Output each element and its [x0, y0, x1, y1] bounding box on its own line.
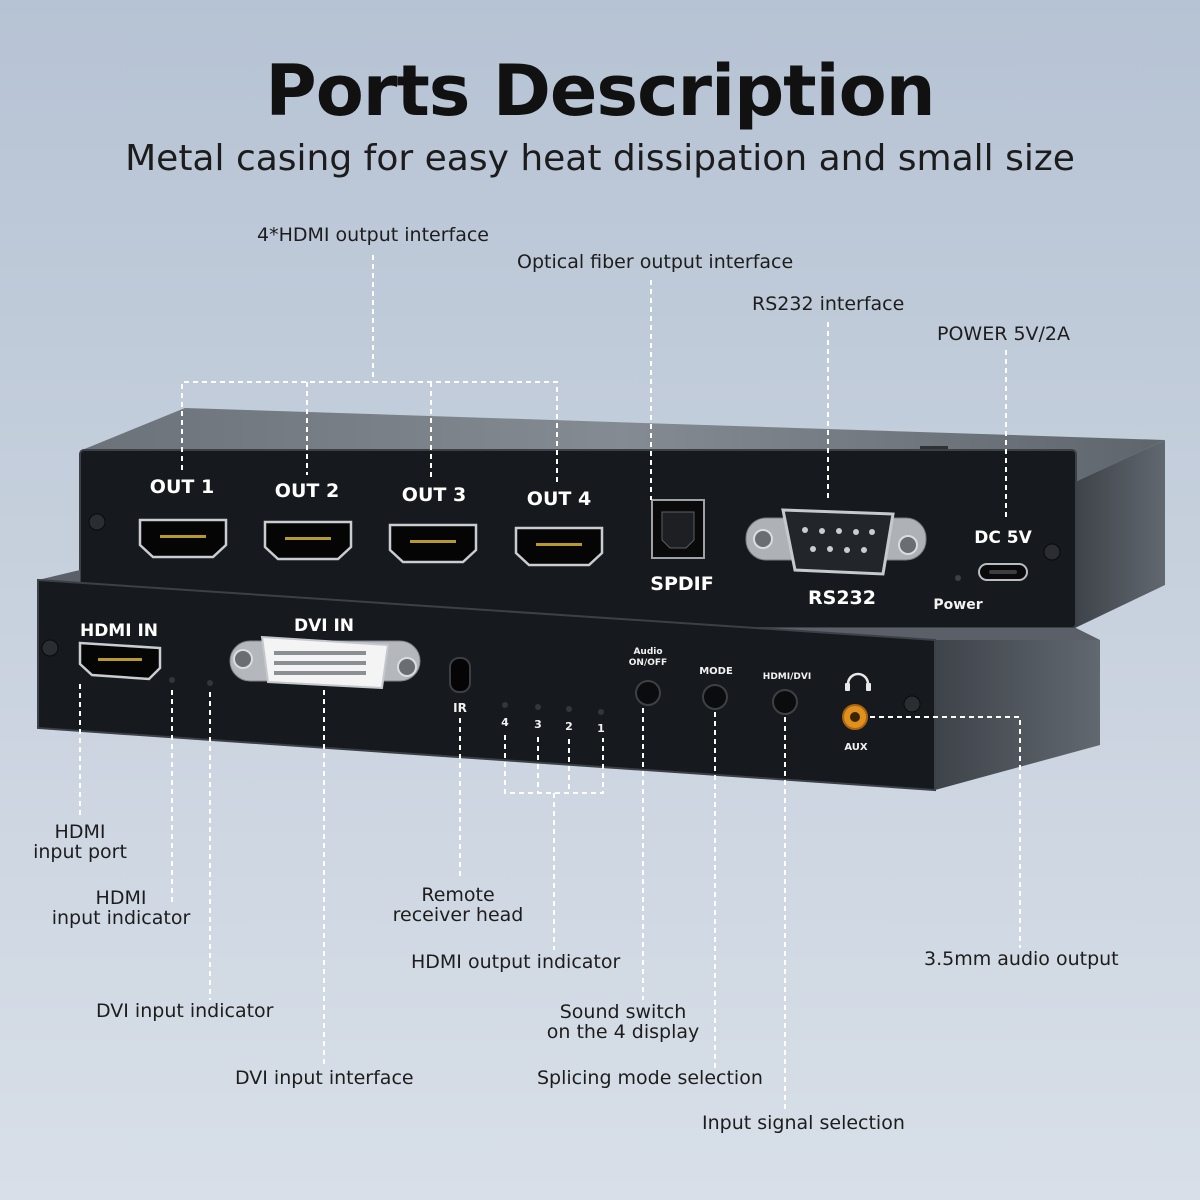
dvi-in-label: DVI IN [294, 616, 354, 636]
hdmi-out-port-3[interactable] [388, 523, 478, 564]
hdmi-out-port-2[interactable] [263, 520, 353, 561]
callout-hdmi-port: HDMI input port [20, 821, 140, 863]
audio-onoff-label-2: ON/OFF [629, 658, 667, 668]
callout-remote: Remote receiver head [380, 884, 536, 926]
usb-c-power-port[interactable] [978, 563, 1028, 581]
leader-lines [79, 255, 1021, 1112]
callout-sound-line2: on the 4 display [546, 1020, 700, 1043]
power-label: Power [933, 597, 982, 613]
indicator-2-label: 2 [565, 720, 573, 733]
hdmi-output-indicator-1 [598, 709, 604, 715]
leader-aux [870, 716, 1021, 948]
ir-receiver [449, 657, 471, 693]
hdmi-out-port-4[interactable] [514, 526, 604, 567]
aux-jack[interactable] [842, 704, 868, 730]
hdmi-output-indicator-3 [535, 704, 541, 710]
hdmi-out-port-1[interactable] [138, 518, 228, 559]
rs232-label: RS232 [808, 587, 876, 609]
bottom-front-panel [37, 578, 936, 792]
out3-label: OUT 3 [402, 484, 466, 506]
callout-dvi-interface: DVI input interface [235, 1067, 414, 1089]
callout-sound-switch: Sound switch on the 4 display [540, 1001, 706, 1043]
rs232-port[interactable] [745, 508, 927, 576]
dc5v-label: DC 5V [974, 528, 1032, 548]
dvi-in-port[interactable] [229, 635, 421, 690]
hdmi-input-indicator-led [169, 677, 175, 683]
callout-optical: Optical fiber output interface [517, 251, 794, 273]
callout-input-select: Input signal selection [702, 1112, 905, 1134]
callout-hdmi-indicator-line2: input indicator [51, 906, 191, 929]
top-unit-side [1075, 440, 1165, 628]
dvi-input-indicator-led [207, 680, 213, 686]
leader-hdmi-output-bus [181, 381, 558, 482]
screw-icon [903, 695, 921, 713]
hdmi-dvi-button[interactable] [772, 689, 798, 715]
hdmi-output-indicator-4 [502, 702, 508, 708]
indicator-3-label: 3 [534, 718, 542, 731]
bottom-unit-side [935, 640, 1100, 790]
audio-onoff-button[interactable] [635, 680, 661, 706]
callout-dvi-indicator: DVI input indicator [96, 1000, 274, 1022]
callout-hdmi-port-line1: HDMI [54, 821, 106, 843]
hdmi-output-indicator-2 [566, 706, 572, 712]
page-title: Ports Description [265, 50, 935, 132]
indicator-1-label: 1 [597, 722, 605, 735]
callout-sound-line1: Sound switch [559, 1001, 687, 1023]
callout-power: POWER 5V/2A [937, 323, 1071, 345]
callout-hdmi-port-line2: input port [33, 840, 127, 863]
hdmi-in-port[interactable] [78, 641, 162, 681]
bottom-unit: HDMI IN DVI IN IR 4 3 2 [37, 570, 1100, 792]
aux-label: AUX [844, 742, 868, 753]
mode-button[interactable] [702, 684, 728, 710]
screw-icon [1043, 543, 1061, 561]
spdif-label: SPDIF [650, 573, 713, 595]
callout-audio-output: 3.5mm audio output [924, 948, 1119, 970]
callout-splicing: Splicing mode selection [537, 1067, 763, 1089]
out2-label: OUT 2 [275, 480, 339, 502]
callout-remote-line2: receiver head [392, 903, 524, 926]
screw-icon [88, 513, 106, 531]
callout-rs232: RS232 interface [752, 293, 905, 315]
out1-label: OUT 1 [150, 476, 214, 498]
mode-label: MODE [699, 666, 733, 677]
leader-output-indicator-bus [504, 735, 604, 794]
headphones-icon [845, 672, 871, 691]
audio-onoff-label-1: Audio [633, 647, 662, 657]
spdif-port[interactable] [651, 499, 705, 559]
power-led [955, 575, 961, 581]
hdmi-dvi-label: HDMI/DVI [763, 672, 811, 682]
indicator-4-label: 4 [501, 716, 509, 729]
screw-icon [41, 639, 59, 657]
callout-hdmi-output-indicator: HDMI output indicator [411, 951, 621, 973]
out4-label: OUT 4 [527, 488, 591, 510]
page-subtitle: Metal casing for easy heat dissipation a… [125, 138, 1075, 179]
callout-hdmi-indicator: HDMI input indicator [46, 887, 196, 929]
ir-label: IR [453, 701, 467, 715]
hdmi-in-label: HDMI IN [80, 621, 158, 641]
callout-hdmi-indicator-line1: HDMI [95, 887, 147, 909]
callout-remote-line1: Remote [421, 884, 495, 906]
callout-hdmi-output: 4*HDMI output interface [257, 224, 489, 246]
